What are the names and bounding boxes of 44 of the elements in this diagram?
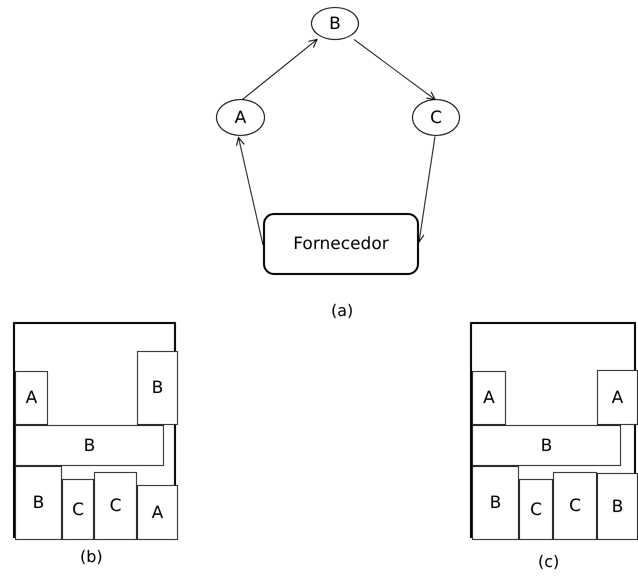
node-label: A (234, 108, 246, 128)
node-label: B (612, 496, 624, 516)
packed-item-box (62, 479, 94, 540)
packed-item-box (137, 485, 178, 540)
ellipse-node (216, 99, 265, 136)
bin-container (13, 322, 176, 538)
figure-caption: (c) (538, 552, 560, 571)
arrow (354, 39, 436, 100)
node-label: B (32, 493, 44, 513)
node-label: C (72, 500, 84, 520)
node-label: A (612, 388, 624, 408)
packed-item-box (137, 351, 178, 425)
packed-item-box (519, 479, 553, 540)
ellipse-node (311, 7, 359, 40)
node-label: C (569, 496, 581, 516)
packed-item-box (15, 466, 62, 540)
node-label: B (329, 14, 341, 34)
arrow (242, 39, 318, 100)
packed-item-box (15, 371, 48, 425)
packed-item-box (94, 472, 137, 540)
packed-item-box (472, 466, 519, 540)
node-label: C (110, 496, 122, 516)
packed-item-box (553, 472, 597, 540)
packed-item-box (597, 370, 638, 425)
packed-item-box (597, 473, 638, 540)
ellipse-node (412, 99, 460, 136)
node-label: B (490, 493, 502, 513)
node-label: A (152, 502, 164, 522)
node-label: A (483, 388, 495, 408)
node-label: B (152, 378, 164, 398)
node-label: B (540, 436, 552, 456)
bin-container (470, 322, 636, 538)
packed-item-box (472, 371, 506, 425)
packed-item-box (472, 425, 621, 466)
figure-caption: (a) (331, 301, 354, 320)
node-label: Fornecedor (293, 234, 389, 254)
packed-item-box (15, 425, 164, 466)
node-label: C (530, 500, 542, 520)
node-label: C (430, 108, 442, 128)
node-label: A (26, 388, 38, 408)
node-label: B (84, 436, 96, 456)
figure-caption: (b) (80, 547, 103, 566)
arrow (236, 137, 264, 246)
rounded-box (263, 213, 419, 275)
